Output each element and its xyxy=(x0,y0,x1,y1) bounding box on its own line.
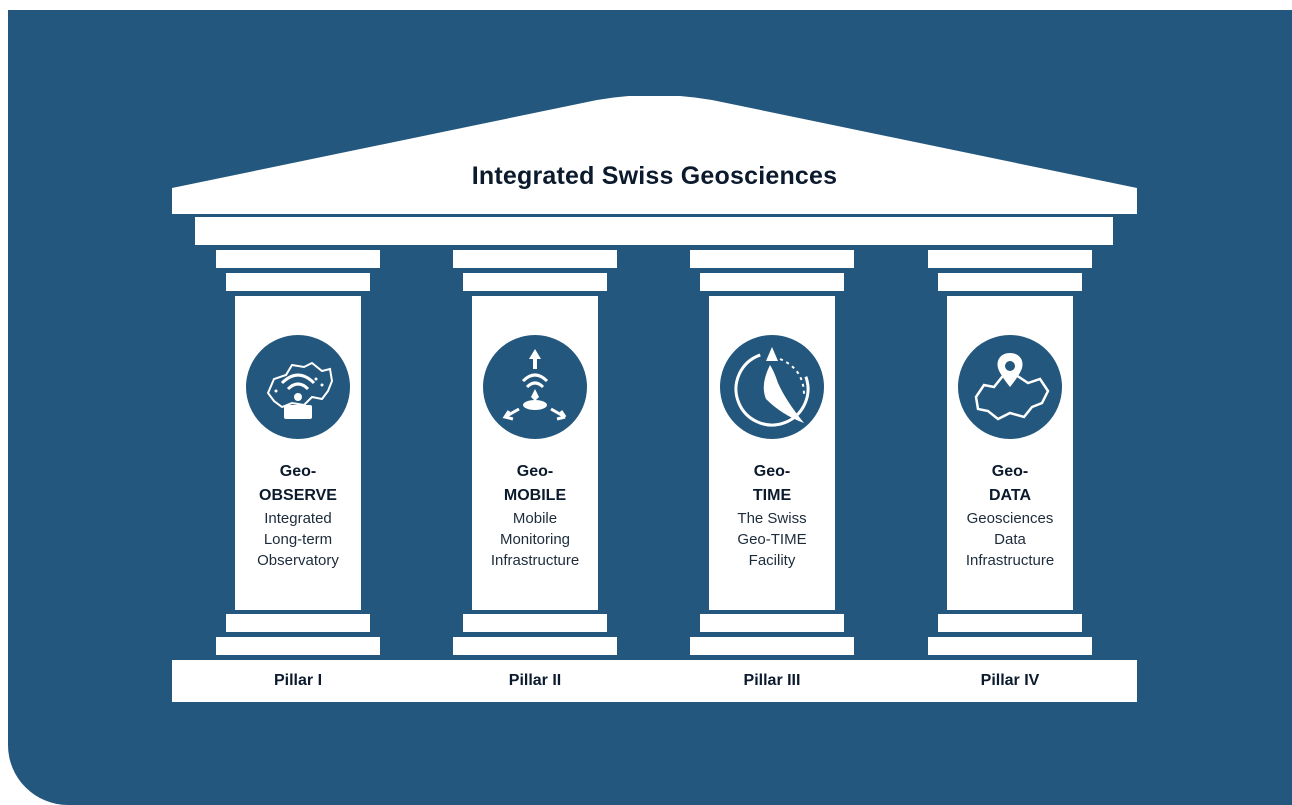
pillar-4-capital-top xyxy=(928,250,1092,268)
pillar-1-plinth xyxy=(226,614,370,632)
pillar-1-heading: Geo- OBSERVE xyxy=(259,463,337,504)
pillar-2-text: Geo- MOBILE Mobile Monitoring Infrastruct… xyxy=(450,460,620,571)
pillar-3-plinth-base xyxy=(690,637,854,655)
pillar-2-capital-top xyxy=(453,250,617,268)
mobile-sensor-icon xyxy=(483,335,587,439)
pillar-4-plinth-base xyxy=(928,637,1092,655)
pillar-2-plinth-base xyxy=(453,637,617,655)
pillar-3-heading: Geo- TIME xyxy=(752,463,792,504)
pillar-2-plinth xyxy=(463,614,607,632)
pillar-1-plinth-base xyxy=(216,637,380,655)
pillar-1-text: Geo- OBSERVE Integrated Long-term Observa… xyxy=(213,460,383,571)
pillar-2-capital xyxy=(463,273,607,291)
temple-base xyxy=(172,660,1137,702)
pillar-4-capital xyxy=(938,273,1082,291)
clock-compass-icon xyxy=(720,335,824,439)
temple-title: Integrated Swiss Geosciences xyxy=(471,162,838,190)
pillar-1-label: Pillar I xyxy=(273,672,323,689)
architrave-beam xyxy=(195,217,1113,245)
roof-pediment xyxy=(172,96,1137,214)
pillar-4-text: Geo- DATA Geosciences Data Infrastructure xyxy=(925,460,1095,571)
pillar-1-capital-top xyxy=(216,250,380,268)
pillar-2-heading: Geo- MOBILE xyxy=(503,463,567,504)
pillar-4-description: Geosciences Data Infrastructure xyxy=(965,510,1055,569)
map-pin-switzerland-icon xyxy=(958,335,1062,439)
pillar-2-description: Mobile Monitoring Infrastructure xyxy=(490,510,580,569)
pillar-1-description: Integrated Long-term Observatory xyxy=(257,510,339,569)
pillar-1-capital xyxy=(226,273,370,291)
pillar-2-label: Pillar II xyxy=(508,672,562,689)
switzerland-observatory-icon xyxy=(246,335,350,439)
pillar-3-label: Pillar III xyxy=(743,672,801,689)
pillar-4-plinth xyxy=(938,614,1082,632)
pillar-3-capital xyxy=(700,273,844,291)
pillar-3-description: The Swiss Geo-TIME Facility xyxy=(737,510,807,569)
pillar-4-label: Pillar IV xyxy=(980,672,1040,689)
pillar-3-text: Geo- TIME The Swiss Geo-TIME Facility xyxy=(687,460,857,571)
pillar-3-plinth xyxy=(700,614,844,632)
pillar-3-capital-top xyxy=(690,250,854,268)
pillar-4-heading: Geo- DATA xyxy=(988,463,1032,504)
